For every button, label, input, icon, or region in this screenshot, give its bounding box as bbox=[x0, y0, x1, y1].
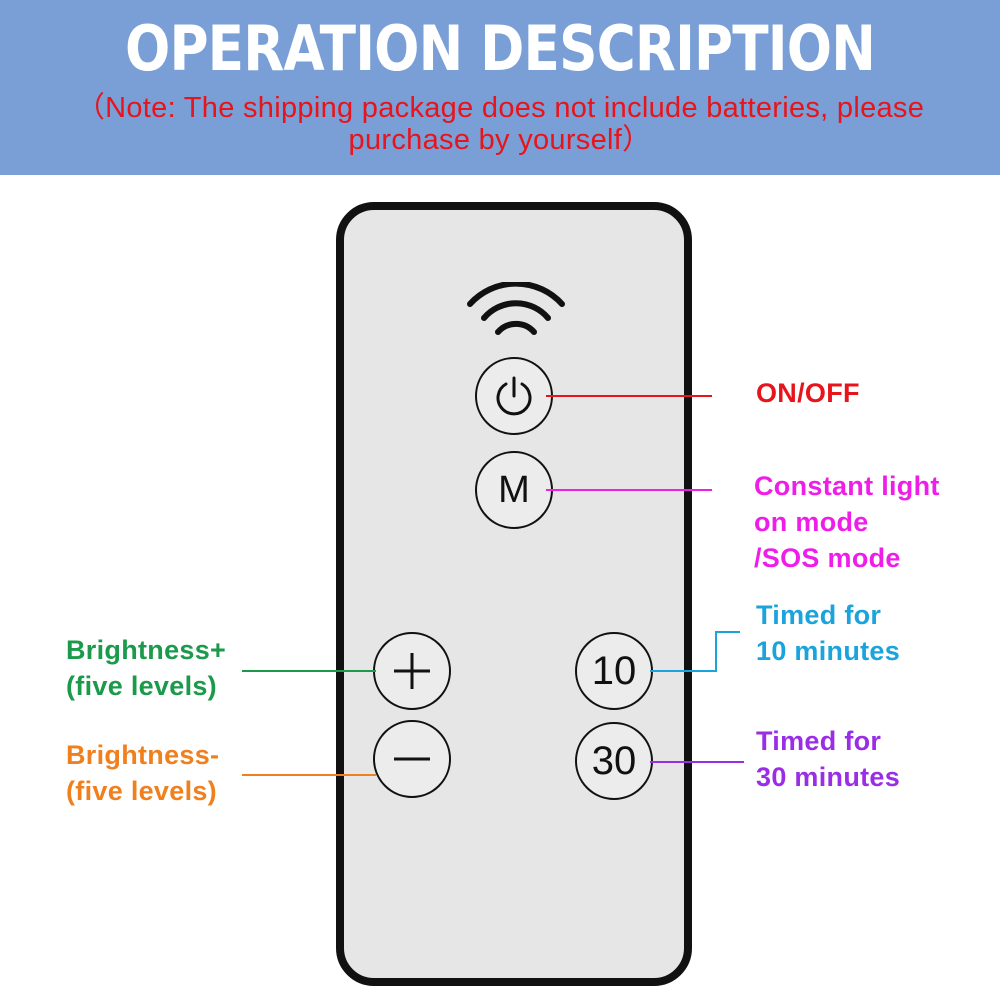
timer10-callout-line bbox=[650, 631, 740, 672]
brightness-plus-label-line-2: (five levels) bbox=[66, 671, 217, 701]
timer10-label-line-1: Timed for bbox=[756, 600, 882, 630]
wifi-signal-icon bbox=[467, 282, 565, 335]
timer-10-label: 10 bbox=[591, 648, 637, 693]
brightness-down-button[interactable] bbox=[373, 720, 451, 798]
header-banner: OPERATION DESCRIPTION （Note: The shippin… bbox=[0, 0, 1000, 175]
mode-button[interactable]: M bbox=[475, 451, 553, 529]
timer10-label: Timed for 10 minutes bbox=[756, 597, 900, 669]
mode-label-line-1: Constant light bbox=[754, 471, 940, 501]
onoff-label-text: ON/OFF bbox=[756, 378, 860, 408]
brightness-minus-label-line-1: Brightness- bbox=[66, 740, 220, 770]
mode-label-line-2: on mode bbox=[754, 507, 869, 537]
mode-button-label: M bbox=[498, 468, 530, 511]
plus-icon bbox=[394, 653, 430, 689]
note-line-1: （Note: The shipping package does not inc… bbox=[75, 92, 925, 124]
remote-control bbox=[336, 202, 692, 986]
brightness-up-button[interactable] bbox=[373, 632, 451, 710]
timer-10-button[interactable]: 10 bbox=[575, 632, 653, 710]
brightness-minus-label-line-2: (five levels) bbox=[66, 776, 217, 806]
battery-note: （Note: The shipping package does not inc… bbox=[40, 92, 960, 156]
note-line-2: purchase by yourself） bbox=[348, 124, 652, 156]
mode-label: Constant light on mode /SOS mode bbox=[754, 468, 940, 576]
power-icon bbox=[496, 376, 532, 416]
timer30-label-line-2: 30 minutes bbox=[756, 762, 901, 792]
page-title: OPERATION DESCRIPTION bbox=[124, 12, 876, 85]
brightness-plus-label-line-1: Brightness+ bbox=[66, 635, 227, 665]
minus-icon bbox=[394, 757, 430, 761]
mode-label-line-3: /SOS mode bbox=[754, 543, 901, 573]
onoff-label: ON/OFF bbox=[756, 375, 860, 411]
timer10-label-line-2: 10 minutes bbox=[756, 636, 901, 666]
timer-30-label: 30 bbox=[591, 738, 637, 783]
timer30-label-line-1: Timed for bbox=[756, 726, 882, 756]
brightness-plus-label: Brightness+ (five levels) bbox=[66, 632, 226, 704]
timer30-label: Timed for 30 minutes bbox=[756, 723, 900, 795]
brightness-minus-label: Brightness- (five levels) bbox=[66, 737, 219, 809]
timer-30-button[interactable]: 30 bbox=[575, 722, 653, 800]
